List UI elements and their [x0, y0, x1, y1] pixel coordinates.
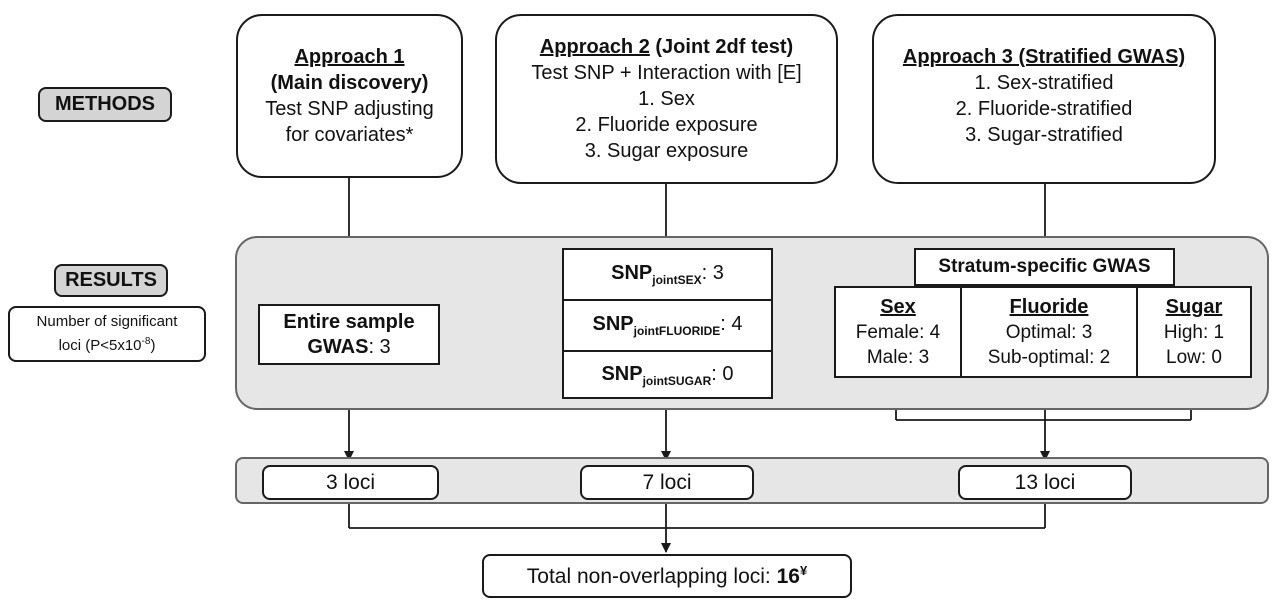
- results-label-text: RESULTS: [65, 269, 157, 291]
- approach3-item2: 2. Fluoride-stratified: [955, 98, 1133, 120]
- strata-fluoride: Fluoride Optimal: 3 Sub-optimal: 2: [962, 288, 1138, 376]
- strata-sugar-row1: High: 1: [1163, 321, 1225, 343]
- results2-row-sex-text: SNPjointSEX: 3: [611, 262, 724, 287]
- approach1-line2: for covariates*: [285, 124, 414, 146]
- loci-approach1: 3 loci: [262, 465, 439, 500]
- snp-sub: jointFLUORIDE: [633, 324, 721, 338]
- approach3-item3: 3. Sugar-stratified: [965, 124, 1123, 146]
- significance-post: ): [150, 337, 156, 354]
- results1-line2: GWAS: 3: [307, 335, 390, 360]
- total-box: Total non-overlapping loci: 16¥: [482, 554, 852, 598]
- results1-value: : 3: [368, 335, 391, 358]
- results-label: RESULTS: [54, 264, 168, 297]
- results2-row-sugar: SNPjointSUGAR: 0: [564, 352, 771, 399]
- methods-label-text: METHODS: [55, 93, 155, 115]
- results2-box: SNPjointSEX: 3 SNPjointFLUORIDE: 4 SNPjo…: [562, 248, 773, 399]
- approach1-line1: Test SNP adjusting: [265, 98, 434, 120]
- approach2-box: Approach 2 (Joint 2df test) Test SNP + I…: [495, 14, 838, 184]
- snp-sub: jointSUGAR: [642, 374, 712, 388]
- loci-approach3-text: 13 loci: [1014, 470, 1076, 494]
- total-label: Total non-overlapping loci:: [526, 565, 777, 588]
- stratum-header: Stratum-specific GWAS: [914, 248, 1175, 286]
- approach2-title-underlined: Approach 2: [539, 36, 650, 58]
- strata-sex: Sex Female: 4 Male: 3: [836, 288, 962, 376]
- results2-row-fluoride-text: SNPjointFLUORIDE: 4: [592, 313, 742, 338]
- approach2-item2: 2. Fluoride exposure: [575, 114, 758, 136]
- strata-sex-row1: Female: 4: [855, 321, 941, 343]
- strata-sugar-row2: Low: 0: [1166, 346, 1222, 368]
- snp-value: : 0: [711, 363, 734, 385]
- strata-fluoride-heading: Fluoride: [1009, 295, 1089, 318]
- approach2-item3: 3. Sugar exposure: [584, 140, 749, 162]
- significance-line2: loci (P<5x10-8): [59, 332, 156, 356]
- strata-sex-row2: Male: 3: [866, 346, 930, 368]
- significance-exponent: -8: [141, 336, 151, 347]
- loci-approach2: 7 loci: [580, 465, 754, 500]
- strata-sugar-heading: Sugar: [1165, 295, 1223, 318]
- approach2-item1: 1. Sex: [638, 88, 695, 110]
- approach3-box: Approach 3 (Stratified GWAS) 1. Sex-stra…: [872, 14, 1216, 184]
- strata-sugar: Sugar High: 1 Low: 0: [1138, 288, 1250, 376]
- approach2-line1: Test SNP + Interaction with [E]: [531, 62, 802, 84]
- approach1-subtitle: (Main discovery): [270, 72, 429, 94]
- approach1-title: Approach 1: [294, 46, 405, 68]
- total-value: 16: [776, 565, 800, 588]
- results2-row-sex: SNPjointSEX: 3: [564, 250, 771, 301]
- strata-fluoride-row2: Sub-optimal: 2: [987, 346, 1111, 368]
- approach3-title: Approach 3 (Stratified GWAS): [902, 46, 1186, 68]
- snp-value: : 3: [701, 262, 724, 284]
- results1-line1: Entire sample: [283, 310, 415, 333]
- snp-prefix: SNP: [601, 363, 643, 385]
- approach3-item1: 1. Sex-stratified: [974, 72, 1114, 94]
- methods-label: METHODS: [38, 87, 172, 122]
- approach2-title: Approach 2 (Joint 2df test): [540, 34, 793, 60]
- results2-row-sugar-text: SNPjointSUGAR: 0: [601, 363, 733, 388]
- total-mark: ¥: [799, 563, 808, 578]
- snp-prefix: SNP: [592, 313, 634, 335]
- total-text: Total non-overlapping loci: 16¥: [527, 563, 807, 589]
- approach2-title-rest: (Joint 2df test): [649, 36, 794, 58]
- results2-row-fluoride: SNPjointFLUORIDE: 4: [564, 301, 771, 352]
- significance-pre: loci (P<5x10: [58, 337, 142, 354]
- loci-approach2-text: 7 loci: [642, 470, 692, 494]
- results1-gwas: GWAS: [307, 335, 369, 358]
- strata-table: Sex Female: 4 Male: 3 Fluoride Optimal: …: [834, 286, 1252, 378]
- stratum-header-text: Stratum-specific GWAS: [938, 256, 1151, 277]
- strata-sex-heading: Sex: [880, 295, 916, 318]
- significance-note: Number of significant loci (P<5x10-8): [8, 306, 206, 362]
- loci-approach3: 13 loci: [958, 465, 1132, 500]
- approach1-box: Approach 1 (Main discovery) Test SNP adj…: [236, 14, 463, 178]
- loci-approach1-text: 3 loci: [325, 470, 376, 494]
- strata-fluoride-row1: Optimal: 3: [1005, 321, 1093, 343]
- snp-sub: jointSEX: [652, 273, 702, 287]
- results1-box: Entire sample GWAS: 3: [258, 304, 440, 365]
- snp-prefix: SNP: [611, 262, 653, 284]
- snp-value: : 4: [720, 313, 743, 335]
- significance-line1: Number of significant: [36, 313, 178, 330]
